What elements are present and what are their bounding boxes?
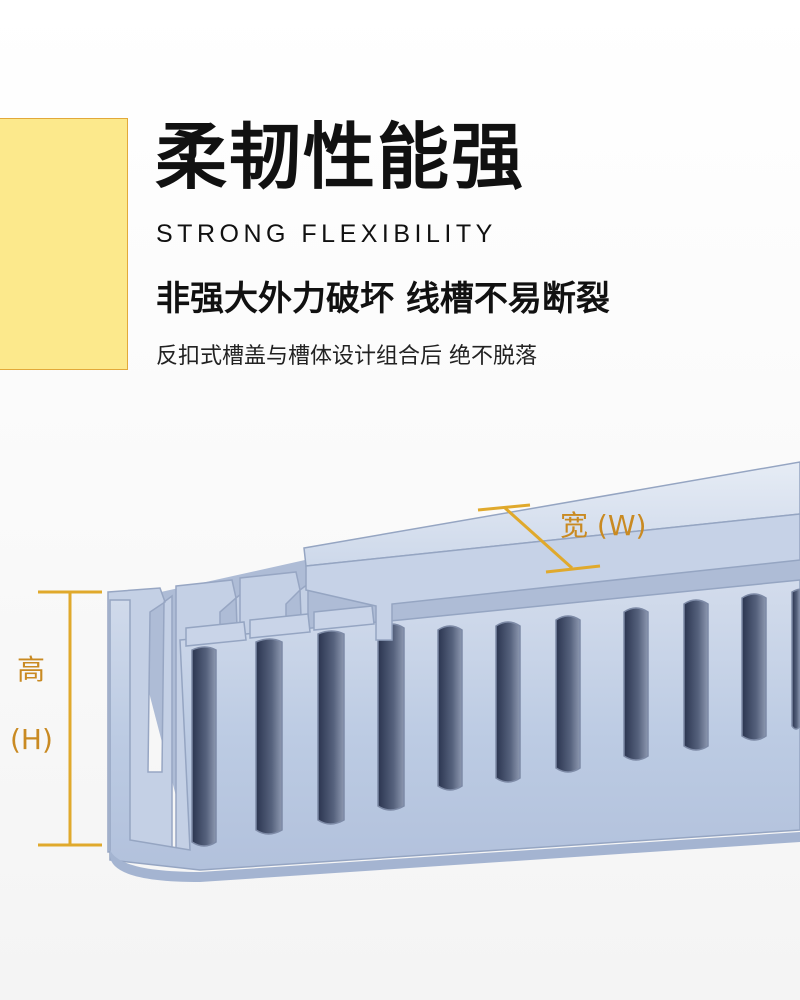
duct-cover: [303, 461, 800, 641]
height-dimension-marker: [38, 590, 102, 847]
feature-tagline: 非强大外力破坏 线槽不易断裂: [156, 279, 610, 319]
wiring-duct-illustration: [38, 461, 800, 882]
accent-block: [0, 118, 128, 370]
duct-front-finger-tops: [185, 605, 375, 647]
height-symbol: (H): [10, 723, 53, 756]
width-label: 宽 (W): [560, 509, 647, 542]
feature-description: 反扣式槽盖与槽体设计组合后 绝不脱落: [156, 344, 537, 369]
height-label: 高: [17, 653, 46, 686]
width-dimension-marker: [477, 503, 601, 574]
duct-slots: [191, 588, 800, 847]
page-title: 柔韧性能强: [155, 115, 526, 199]
english-subtitle: STRONG FLEXIBILITY: [156, 220, 497, 248]
